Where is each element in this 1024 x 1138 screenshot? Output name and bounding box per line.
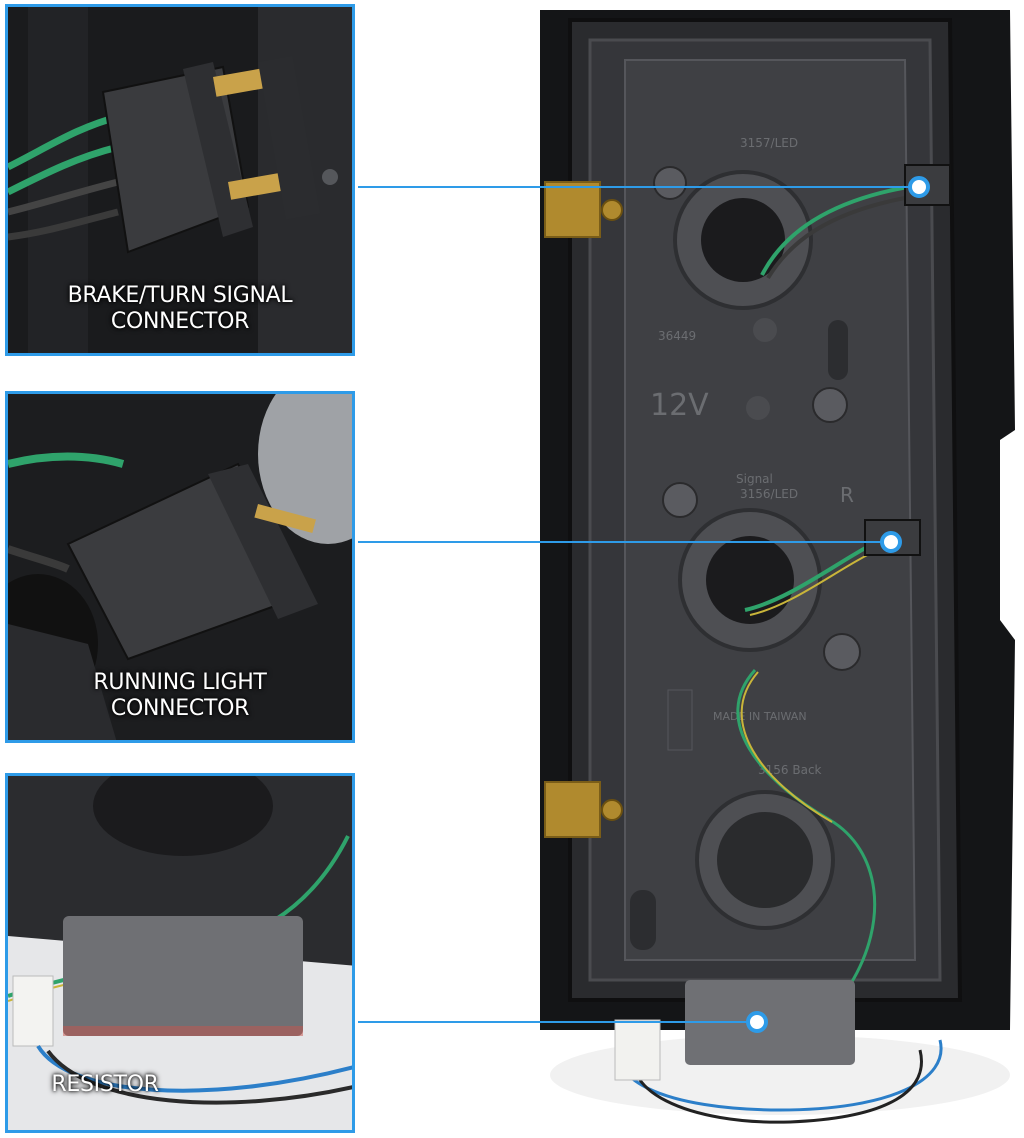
side-marking: R: [840, 483, 854, 507]
brake-turn-connector-label: BRAKE/TURN SIGNAL CONNECTOR: [8, 283, 352, 335]
running-light-connector-label-line2: CONNECTOR: [110, 696, 250, 721]
resistor-callout-dot: [746, 1011, 768, 1033]
tail-lamp-rear-view: 3157/LED 36449 12V Signal 3156/LED R MAD…: [540, 10, 1015, 1124]
bulb-middle-marking-line1: Signal: [736, 472, 773, 486]
running-light-callout-dot: [880, 531, 902, 553]
resistor-panel: RESISTOR: [5, 773, 355, 1133]
part-number-marking: 36449: [658, 329, 696, 343]
running-light-connector-photo: [8, 394, 352, 740]
origin-marking: MADE IN TAIWAN: [713, 710, 807, 723]
resistor-label: RESISTOR: [8, 1072, 352, 1098]
brake-turn-callout-dot: [908, 176, 930, 198]
brake-turn-connector-label-line1: BRAKE/TURN SIGNAL: [67, 283, 293, 308]
brake-turn-callout-line: [358, 186, 918, 188]
brake-turn-connector-panel: BRAKE/TURN SIGNAL CONNECTOR: [5, 4, 355, 356]
running-light-connector-panel: RUNNING LIGHT CONNECTOR: [5, 391, 355, 743]
bulb-middle-marking-line2: 3156/LED: [740, 487, 798, 501]
bulb-bottom-marking: 3156 Back: [758, 763, 822, 777]
resistor-label-line1: RESISTOR: [51, 1072, 159, 1097]
brake-turn-connector-photo: [8, 7, 352, 353]
bulb-top-marking: 3157/LED: [740, 136, 798, 150]
brake-turn-connector-label-line2: CONNECTOR: [110, 309, 250, 334]
resistor-callout-line: [358, 1021, 758, 1023]
running-light-connector-label-line1: RUNNING LIGHT: [93, 670, 267, 695]
running-light-callout-line: [358, 541, 888, 543]
resistor-photo: [8, 776, 352, 1130]
voltage-marking: 12V: [650, 388, 709, 423]
running-light-connector-label: RUNNING LIGHT CONNECTOR: [8, 670, 352, 722]
